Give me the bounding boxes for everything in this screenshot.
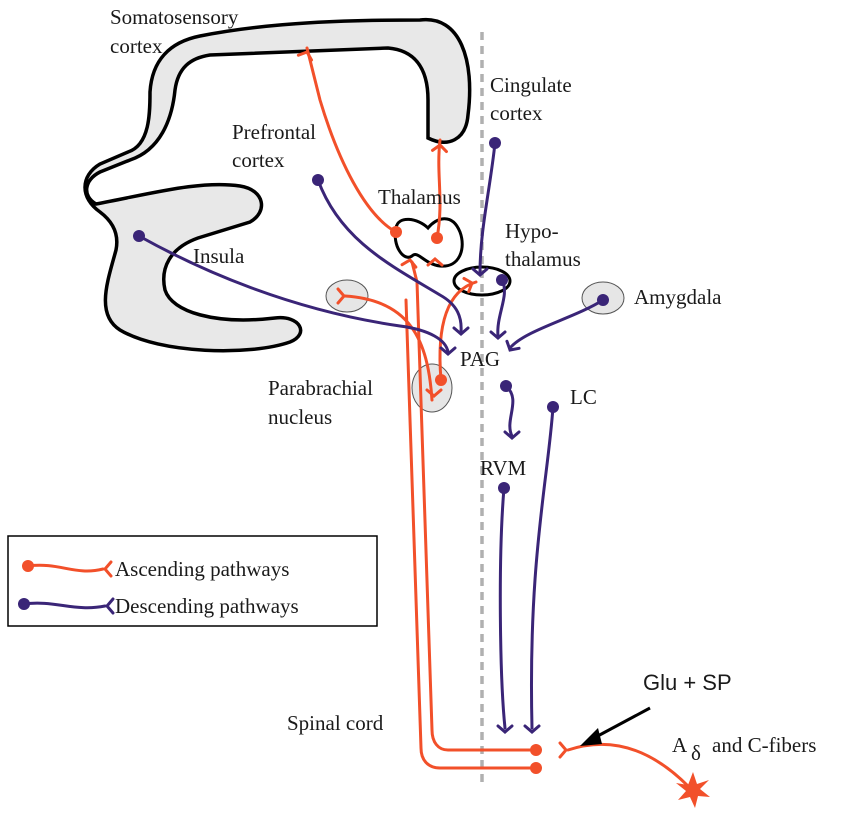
label-parabrachial-1: Parabrachial xyxy=(268,376,373,400)
label-cingulate-1: Cingulate xyxy=(490,73,572,97)
label-fibers-rest: and C-fibers xyxy=(712,733,816,757)
legend-ascending-dot xyxy=(22,560,34,572)
label-parabrachial-2: nucleus xyxy=(268,405,332,429)
desc-dot-hypothalamus xyxy=(496,274,508,286)
desc-dot-amygdala xyxy=(597,294,609,306)
label-thalamus: Thalamus xyxy=(378,185,461,209)
desc-rvm-to-spinal xyxy=(500,488,505,728)
desc-lc-to-spinal xyxy=(531,407,553,728)
desc-dot-insula xyxy=(133,230,145,242)
asc-fork-thalamus-1 xyxy=(402,259,417,267)
asc-dot-thalamus-right xyxy=(431,232,443,244)
label-spinal-cord: Spinal cord xyxy=(287,711,384,735)
fiber-fork xyxy=(560,743,566,757)
desc-hypothalamus-to-pag xyxy=(498,280,505,336)
legend-descending-label: Descending pathways xyxy=(115,594,299,618)
desc-pag-to-rvm xyxy=(506,386,513,436)
label-fibers-delta: δ xyxy=(691,741,701,765)
label-somatosensory-2: cortex xyxy=(110,34,163,58)
fiber-path xyxy=(568,744,688,786)
label-lc: LC xyxy=(570,385,597,409)
label-cingulate-2: cortex xyxy=(490,101,543,125)
glu-sp-arrowhead xyxy=(580,728,602,746)
asc-dot-spinal-2 xyxy=(530,762,542,774)
desc-amygdala-to-pag xyxy=(510,300,603,348)
label-rvm: RVM xyxy=(480,456,526,480)
desc-dot-pag xyxy=(500,380,512,392)
label-fibers-a: A xyxy=(672,733,688,757)
asc-dot-spinal-1 xyxy=(530,744,542,756)
label-insula: Insula xyxy=(193,244,245,268)
legend-descending-dot xyxy=(18,598,30,610)
desc-dot-lc xyxy=(547,401,559,413)
label-somatosensory-1: Somatosensory xyxy=(110,5,239,29)
label-hypo-2: thalamus xyxy=(505,247,581,271)
thalamus-outline xyxy=(395,219,462,266)
label-pag: PAG xyxy=(460,347,500,371)
desc-dot-prefrontal xyxy=(312,174,324,186)
label-prefrontal-1: Prefrontal xyxy=(232,120,316,144)
desc-dot-rvm xyxy=(498,482,510,494)
label-glu-sp: Glu + SP xyxy=(643,670,732,695)
ascending-pathways xyxy=(298,48,542,774)
asc-dot-pb xyxy=(435,374,447,386)
label-prefrontal-2: cortex xyxy=(232,148,285,172)
legend: Ascending pathways Descending pathways xyxy=(8,536,377,626)
peripheral-fiber xyxy=(560,743,710,808)
legend-ascending-label: Ascending pathways xyxy=(115,557,289,581)
label-amygdala: Amygdala xyxy=(634,285,722,309)
asc-dot-thalamus-left xyxy=(390,226,402,238)
glu-sp-arrow-line xyxy=(594,708,650,738)
label-hypo-1: Hypo- xyxy=(505,219,559,243)
desc-dot-cingulate xyxy=(489,137,501,149)
